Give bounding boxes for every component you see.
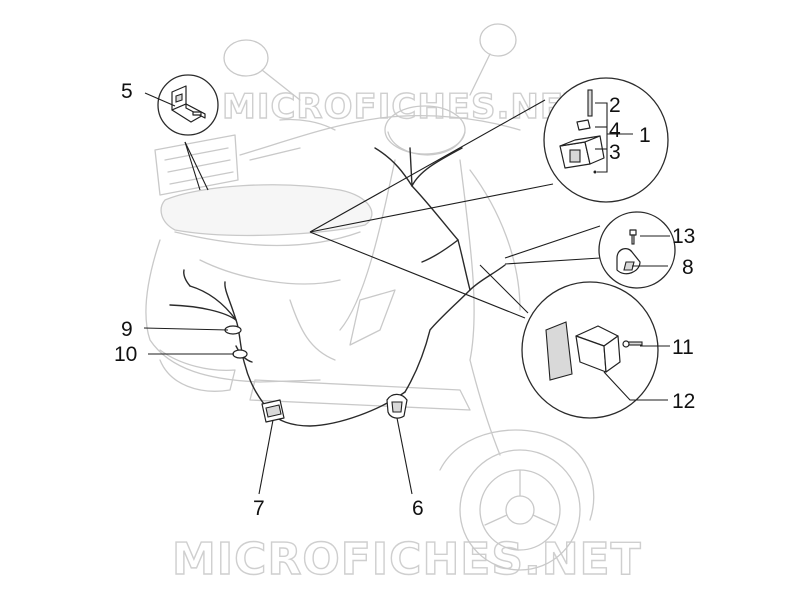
callout-leaders — [143, 92, 670, 495]
callout-7: 7 — [253, 497, 265, 520]
callout-labels: 5 2 4 3 1 13 8 11 12 9 10 7 6 — [114, 80, 695, 520]
callout-10: 10 — [114, 343, 137, 366]
callout-8: 8 — [682, 256, 694, 279]
callout-11: 11 — [672, 336, 694, 359]
detail-bubble-fusebox — [309, 77, 669, 233]
harness-clip-6 — [386, 393, 408, 419]
callout-13: 13 — [672, 225, 695, 248]
callout-12: 12 — [672, 390, 695, 413]
callout-6: 6 — [412, 497, 424, 520]
watermark-bottom: MICROFICHES.NET — [172, 534, 642, 585]
callout-4: 4 — [609, 119, 621, 142]
detail-bubble-bracket — [157, 74, 219, 191]
callout-3: 3 — [609, 141, 621, 164]
cable-tie-10 — [232, 349, 248, 359]
watermark-top: MICROFICHES.NET — [222, 87, 588, 127]
detail-bubble-clip — [504, 211, 676, 289]
callout-2: 2 — [609, 94, 621, 117]
detail-bubble-module — [309, 231, 659, 419]
callout-9: 9 — [121, 318, 133, 341]
callout-1: 1 — [639, 124, 651, 147]
harness-clip-7 — [261, 399, 285, 423]
scooter-ghost-outline — [145, 23, 595, 571]
callout-5: 5 — [121, 80, 133, 103]
